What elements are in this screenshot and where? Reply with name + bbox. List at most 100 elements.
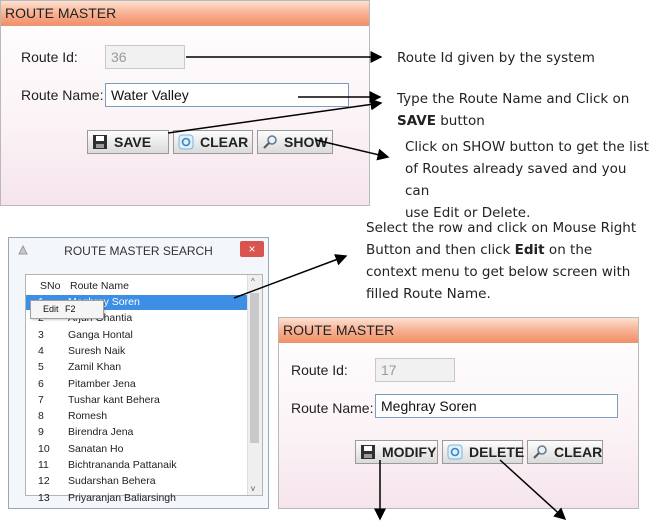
col-sno-header[interactable]: SNo: [40, 280, 61, 292]
clear-button[interactable]: CLEAR: [173, 130, 253, 154]
arrow-delete: [499, 459, 567, 521]
note-type-name-2: button: [435, 113, 485, 129]
edit-shortcut: F2: [65, 304, 76, 314]
show-label: SHOW: [284, 134, 328, 150]
row-sno: 11: [38, 459, 49, 471]
route-name-label: Route Name:: [291, 400, 374, 416]
note-type-name-bold: SAVE: [397, 113, 436, 129]
save-label: SAVE: [114, 134, 152, 150]
context-menu: Edit F2: [30, 300, 104, 319]
clear-label: CLEAR: [554, 444, 603, 460]
scroll-thumb[interactable]: [250, 293, 259, 443]
delete-button[interactable]: DELETE: [442, 440, 525, 464]
scroll-up-icon[interactable]: ^: [251, 277, 255, 286]
table-row[interactable]: 13 Priyaranjan Baliarsingh: [26, 491, 248, 506]
floppy-disk-icon: [361, 445, 375, 459]
form-title: ROUTE MASTER: [279, 318, 638, 343]
row-sno: 5: [38, 361, 44, 374]
refresh-icon: [178, 134, 194, 150]
context-menu-item-edit[interactable]: Edit F2: [31, 301, 103, 318]
magnifier-icon: [533, 445, 547, 459]
row-route-name: Bichtrananda Pattanaik: [68, 459, 177, 471]
arrow-show: [315, 139, 390, 161]
row-route-name: Zamil Khan: [68, 361, 122, 374]
row-sno: 6: [38, 377, 44, 390]
form-title: ROUTE MASTER: [1, 1, 369, 26]
route-master-form-top: ROUTE MASTER Route Id: 36 Route Name: Wa…: [0, 0, 370, 206]
note-select-1: Select the row and click on Mouse Right: [366, 220, 637, 236]
note-type-name: Type the Route Name and Click on SAVE bu…: [397, 88, 647, 132]
route-id-label: Route Id:: [21, 49, 78, 65]
row-route-name: Suresh Naik: [68, 344, 126, 357]
row-route-name: Romesh: [68, 410, 108, 423]
clear-button[interactable]: CLEAR: [527, 440, 603, 464]
grid-header: SNo Route Name: [26, 279, 248, 294]
route-name-input[interactable]: Water Valley: [105, 83, 349, 107]
row-sno: 12: [38, 475, 50, 488]
route-name-label: Route Name:: [21, 87, 104, 103]
clear-label: CLEAR: [200, 134, 249, 150]
note-route-id: Route Id given by the system: [397, 47, 595, 69]
row-sno: 8: [38, 410, 44, 423]
route-master-search-dialog: ROUTE MASTER SEARCH × SNo Route Name 1Me…: [8, 237, 269, 509]
close-button[interactable]: ×: [240, 241, 264, 257]
save-button[interactable]: SAVE: [87, 130, 169, 154]
row-sno: 4: [38, 344, 44, 357]
note-select-3: on the: [544, 242, 593, 258]
modify-button[interactable]: MODIFY: [355, 440, 438, 464]
col-name-header[interactable]: Route Name: [70, 280, 129, 292]
arrow-save: [167, 98, 383, 134]
show-button[interactable]: SHOW: [257, 130, 333, 154]
row-route-name: Tushar kant Behera: [68, 393, 160, 406]
note-select-row: Select the row and click on Mouse Right …: [366, 217, 648, 305]
scrollbar[interactable]: ^ v: [247, 275, 262, 495]
table-row[interactable]: 3 Ganga Hontal: [26, 328, 248, 343]
note-select-4: context menu to get below screen with: [366, 264, 631, 280]
table-row[interactable]: 5 Zamil Khan: [26, 360, 248, 375]
table-row[interactable]: 7 Tushar kant Behera: [26, 393, 248, 408]
row-sno: 9: [38, 426, 44, 439]
note-type-name-1: Type the Route Name and Click on: [397, 91, 630, 107]
delete-label: DELETE: [469, 444, 525, 460]
table-row[interactable]: 10 Sanatan Ho: [26, 442, 248, 457]
row-sno: 13: [38, 491, 50, 504]
row-sno: 10: [38, 442, 50, 455]
scroll-down-icon[interactable]: v: [251, 484, 255, 493]
note-select-5: filled Route Name.: [366, 286, 491, 302]
app-icon: [18, 244, 28, 255]
row-route-name: Ganga Hontal: [68, 328, 133, 341]
edit-label: Edit: [43, 304, 59, 314]
floppy-disk-icon: [93, 135, 107, 149]
routes-grid[interactable]: SNo Route Name 1Meghray Soren2Arjun Ghan…: [25, 274, 263, 504]
table-row[interactable]: 8 Romesh: [26, 409, 248, 424]
table-row[interactable]: 9 Birendra Jena: [26, 425, 248, 440]
route-master-form-bottom: ROUTE MASTER Route Id: 17 Route Name: Me…: [278, 317, 639, 509]
note-show-1: Click on SHOW button to get the list: [405, 139, 649, 155]
route-name-input[interactable]: Meghray Soren: [375, 394, 618, 418]
route-id-label: Route Id:: [291, 362, 348, 378]
note-show-2: of Routes already saved and you can: [405, 161, 627, 199]
modify-label: MODIFY: [382, 444, 437, 460]
table-row[interactable]: 4 Suresh Naik: [26, 344, 248, 359]
note-show: Click on SHOW button to get the list of …: [405, 136, 650, 224]
row-sno: 7: [38, 393, 44, 406]
note-show-3: use Edit or Delete.: [405, 205, 531, 221]
magnifier-icon: [263, 135, 277, 149]
note-select-bold: Edit: [514, 242, 545, 258]
row-route-name: Priyaranjan Baliarsingh: [68, 491, 176, 504]
table-row[interactable]: 11 Bichtrananda Pattanaik: [26, 458, 248, 473]
arrow-select-row: [233, 254, 348, 299]
route-id-field[interactable]: 17: [375, 358, 455, 382]
table-row[interactable]: 6 Pitamber Jena: [26, 377, 248, 392]
row-route-name: Sanatan Ho: [68, 442, 124, 455]
row-route-name: Pitamber Jena: [68, 377, 136, 390]
route-id-field[interactable]: 36: [105, 45, 185, 69]
row-sno: 3: [38, 328, 44, 341]
note-select-2: Button and then click: [366, 242, 515, 258]
refresh-icon: [447, 444, 463, 460]
table-row[interactable]: 12 Sudarshan Behera: [26, 474, 248, 489]
row-route-name: Sudarshan Behera: [68, 475, 156, 488]
row-route-name: Birendra Jena: [68, 426, 134, 439]
note-route-id-text: Route Id given by the system: [397, 50, 595, 66]
